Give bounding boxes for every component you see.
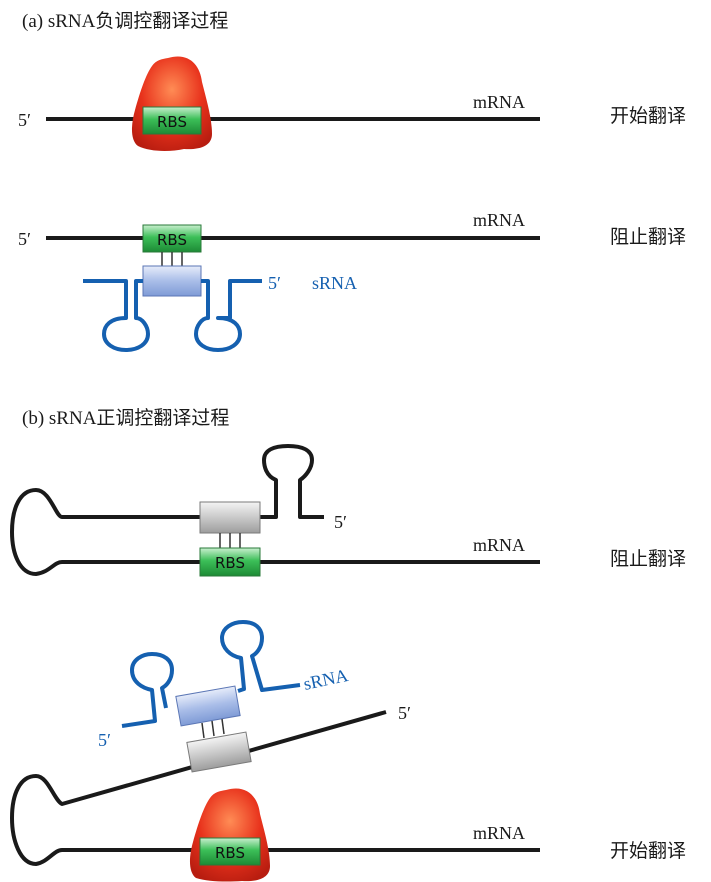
status-block-translation: 阻止翻译: [610, 226, 686, 248]
gray-binding-box: [186, 731, 252, 773]
rbs-label: RBS: [157, 231, 187, 249]
rbs-box: [142, 106, 202, 135]
srna-strand: [83, 279, 262, 352]
a-row1: 5′ RBS mRNA 开始翻译: [18, 56, 686, 151]
rbs-box: [142, 224, 202, 253]
mrna-label: mRNA: [473, 535, 525, 555]
a-row2: 5′ RBS 5′ sRNA mRNA 阻止翻译: [18, 210, 686, 352]
five-prime-label: 5′: [334, 512, 347, 532]
rbs-box: [199, 547, 261, 577]
section-a-title: (a) sRNA负调控翻译过程: [22, 10, 228, 32]
srna-binding-box: [175, 685, 241, 727]
srna-strand: [121, 620, 301, 728]
base-pairing-lines: [219, 533, 241, 548]
b-row2: RBS 5′ sRNA 5′ mRNA 开始翻译: [10, 620, 686, 882]
mrna-label: mRNA: [473, 823, 525, 843]
mrna-hairpin-strand: [10, 444, 540, 576]
srna-label: sRNA: [302, 665, 350, 694]
mrna-label: mRNA: [473, 210, 525, 230]
status-start-translation: 开始翻译: [610, 105, 686, 127]
rbs-label: RBS: [215, 844, 245, 862]
ribosome: [189, 788, 270, 882]
rbs-box: [199, 837, 261, 866]
status-block-translation: 阻止翻译: [610, 548, 686, 570]
srna-five-prime-label: 5′: [268, 273, 281, 293]
srna-label: sRNA: [312, 273, 357, 293]
five-prime-label: 5′: [18, 110, 31, 130]
mrna-label: mRNA: [473, 92, 525, 112]
base-pairing-lines: [201, 718, 225, 739]
rbs-label: RBS: [157, 113, 187, 131]
section-b-title: (b) sRNA正调控翻译过程: [22, 407, 229, 429]
ribosome: [131, 56, 212, 151]
gray-binding-box: [199, 501, 261, 534]
srna-five-prime-label: 5′: [98, 730, 111, 750]
five-prime-label: 5′: [398, 703, 411, 723]
b-row1: RBS 5′ mRNA 阻止翻译: [10, 444, 686, 577]
rbs-label: RBS: [215, 554, 245, 572]
base-pairing-lines: [161, 252, 183, 266]
status-start-translation: 开始翻译: [610, 840, 686, 862]
mrna-open-strand: [10, 710, 540, 866]
srna-binding-box: [142, 265, 202, 297]
five-prime-label: 5′: [18, 229, 31, 249]
